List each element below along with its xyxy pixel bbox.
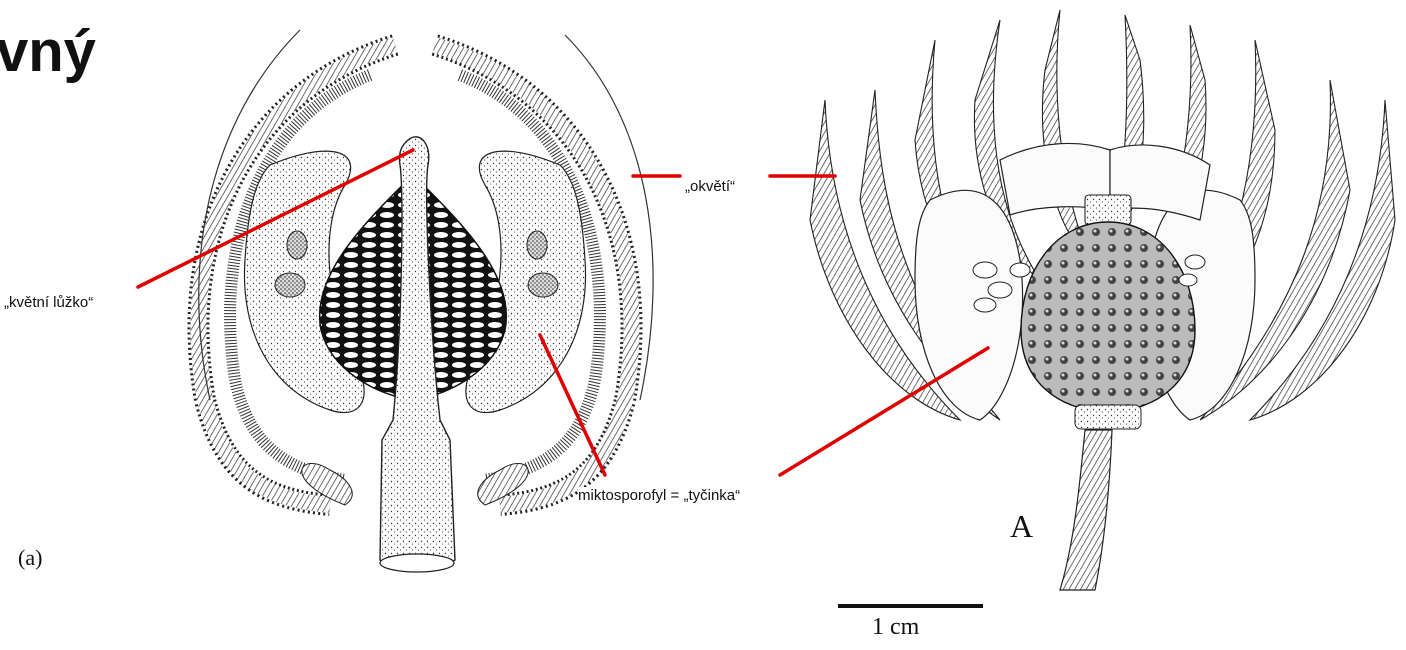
label-perianth: „okvětí“ [685,178,735,195]
panel-tag-left: (a) [18,545,42,571]
right-stalk [1060,430,1112,590]
right-receptacle-ring [1075,405,1141,429]
scale-bar-label: 1 cm [872,614,919,641]
label-receptacle: „květní lůžko“ [4,294,93,311]
right-flower-habit [810,10,1395,590]
right-style-cap [1085,195,1131,225]
label-stamen: miktosporofyl = „tyčinka“ [578,487,740,504]
panel-tag-right: A [1010,508,1033,545]
right-gynoecium [1021,222,1195,412]
